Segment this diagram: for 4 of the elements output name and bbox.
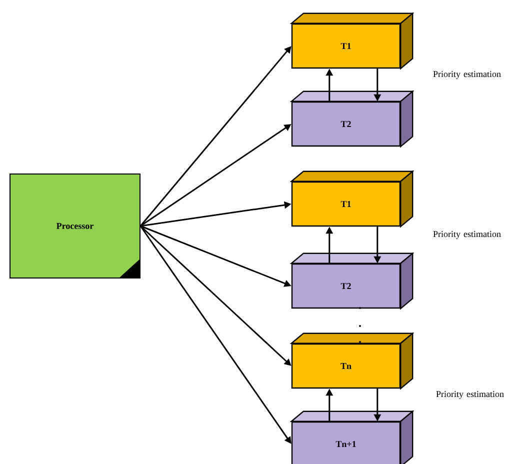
processor-box: Processor <box>10 174 140 278</box>
note-label: Priority estimation <box>436 391 504 399</box>
note-label: Priority estimation <box>433 71 501 79</box>
note-label: Priority estimation <box>433 231 501 239</box>
